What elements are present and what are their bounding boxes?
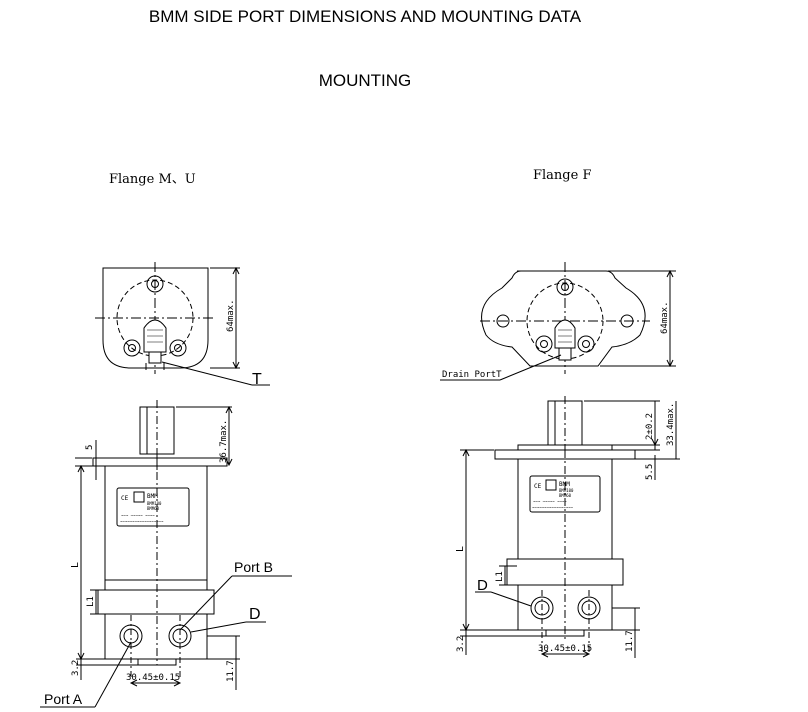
left-height-dim: 64max. [226, 299, 236, 332]
right-view-caption: Flange F [533, 168, 592, 183]
right-height-dim: 64max. [660, 301, 670, 334]
right-dim-L1: L1 [495, 571, 505, 582]
right-flange-top-view: 64max. Drain PortT [440, 262, 676, 381]
svg-text:BMM100: BMM100 [559, 488, 574, 493]
left-motor-side-view: CE BMM BMM100 BMM60 ~~~ ~~~~~ ~~~~ ~~~~~… [92, 400, 228, 680]
right-dim-L: L [455, 546, 466, 552]
left-dim-32: 3.2 [71, 660, 81, 676]
left-dim-L: L [70, 562, 81, 568]
port-b-label: Port B [234, 559, 273, 575]
right-dimensions: 2±0.2 33.4max. 5.5 L L1 3.2 11.7 30.45±0… [455, 400, 680, 658]
right-motor-side-view: CE BMM BMM100 BMM60 ~~~ ~~~~~ ~~~~ ~~~~~… [494, 396, 636, 652]
page-title: BMM SIDE PORT DIMENSIONS AND MOUNTING DA… [148, 7, 582, 26]
svg-text:BMM60: BMM60 [559, 493, 572, 498]
left-shaft-dim: 36.7max. [219, 420, 229, 463]
svg-text:CE: CE [121, 495, 129, 502]
svg-text:~~~~~~~~~~~~~~~~~~: ~~~~~~~~~~~~~~~~~~ [120, 519, 164, 524]
page-subtitle: MOUNTING [318, 71, 412, 90]
left-view-caption: Flange M、U [109, 172, 196, 187]
svg-text:CE: CE [534, 483, 542, 490]
port-a-label: Port A [44, 691, 83, 707]
right-label-d: D [477, 577, 488, 594]
drain-port-label: Drain PortT [442, 370, 502, 380]
svg-text:BMM: BMM [147, 493, 158, 500]
right-dim-117: 11.7 [625, 630, 635, 652]
left-flange-top-view: 64max. T [95, 262, 270, 388]
svg-text:BMM100: BMM100 [147, 501, 162, 506]
right-port-spacing: 30.45±0.15 [538, 644, 592, 654]
left-dim-L1: L1 [86, 596, 96, 607]
right-dim-55: 5.5 [645, 464, 655, 480]
right-dim-334: 33.4max. [666, 403, 676, 446]
svg-text:~~~~~~~~~~~~~~~~~: ~~~~~~~~~~~~~~~~~ [532, 505, 574, 510]
left-dim-117: 11.7 [226, 660, 236, 682]
svg-text:BMM60: BMM60 [147, 506, 160, 511]
left-dim-5: 5 [85, 445, 95, 450]
svg-text:~~~ ~~~~~ ~~~~: ~~~ ~~~~~ ~~~~ [121, 513, 155, 518]
left-dimensions: 36.7max. 5 L L1 3.2 11.7 30.45±0.15 Port… [40, 405, 292, 708]
svg-text:BMM: BMM [559, 481, 570, 488]
left-label-d: D [249, 606, 261, 623]
right-dim-32: 3.2 [456, 636, 466, 652]
svg-text:~~~ ~~~~~ ~~~~: ~~~ ~~~~~ ~~~~ [533, 499, 567, 504]
right-dim-2: 2±0.2 [645, 413, 655, 440]
left-port-spacing: 30.45±0.15 [126, 673, 180, 683]
left-label-t: T [252, 371, 262, 388]
